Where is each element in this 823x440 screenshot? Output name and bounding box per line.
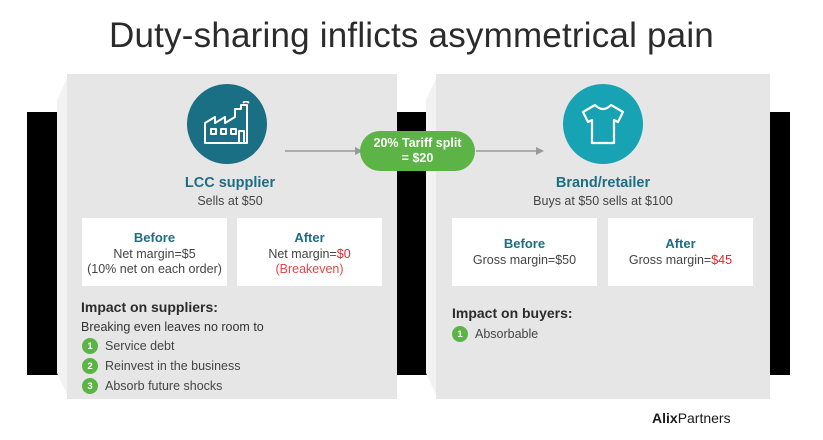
buyer-icon-circle xyxy=(563,84,643,164)
supplier-icon-circle xyxy=(187,84,267,164)
supplier-after-margin-label: Net margin= xyxy=(268,247,337,261)
tshirt-icon xyxy=(581,103,625,145)
buyer-heading: Brand/retailer xyxy=(555,175,651,191)
supplier-heading: LCC supplier xyxy=(184,175,276,191)
buyer-before-margin: Gross margin=$50 xyxy=(472,253,577,267)
supplier-before-box: Before Net margin=$5 (10% net on each or… xyxy=(82,218,227,286)
number-badge: 3 xyxy=(82,378,98,394)
supplier-impact-item-text: Absorb future shocks xyxy=(105,379,223,393)
buyer-after-label: After xyxy=(665,236,696,251)
supplier-after-label: After xyxy=(294,230,325,245)
tariff-line-2: = $20 xyxy=(401,151,434,165)
buyer-before-label: Before xyxy=(503,236,546,251)
supplier-before-margin: Net margin=$5 xyxy=(113,247,196,261)
tariff-split-badge: 20% Tariff split = $20 xyxy=(360,131,475,171)
supplier-impact-title: Impact on suppliers: xyxy=(81,299,218,315)
arrow-to-buyer xyxy=(476,147,544,155)
buyer-impact-item: 1 Absorbable xyxy=(452,326,538,342)
buyer-impact-title: Impact on buyers: xyxy=(452,305,573,321)
supplier-before-label: Before xyxy=(133,230,176,245)
supplier-impact-item: 2 Reinvest in the business xyxy=(82,358,241,374)
supplier-before-note: (10% net on each order) xyxy=(87,262,222,276)
buyer-after-margin-value: $45 xyxy=(711,253,733,267)
supplier-after-box: After Net margin=$0 (Breakeven) xyxy=(237,218,382,286)
factory-icon xyxy=(204,101,250,144)
logo-bold: Alix xyxy=(652,410,678,426)
supplier-impact-item-text: Reinvest in the business xyxy=(105,359,241,373)
supplier-impact-item: 3 Absorb future shocks xyxy=(82,378,222,394)
tariff-line-1: 20% Tariff split xyxy=(373,136,462,150)
logo-regular: Partners xyxy=(677,410,731,426)
backdrop-band-right xyxy=(768,112,790,375)
supplier-panel-edge xyxy=(57,74,69,399)
supplier-after-note: (Breakeven) xyxy=(275,262,344,276)
number-badge: 2 xyxy=(82,358,98,374)
number-badge: 1 xyxy=(452,326,468,342)
alixpartners-logo: AlixPartners xyxy=(652,410,731,426)
arrow-to-tariff xyxy=(285,147,363,155)
buyer-impact-item-text: Absorbable xyxy=(475,327,539,341)
buyer-subheading: Buys at $50 sells at $100 xyxy=(533,194,673,208)
supplier-impact-subtitle: Breaking even leaves no room to xyxy=(81,320,264,334)
page-title: Duty-sharing inflicts asymmetrical pain xyxy=(109,16,714,55)
supplier-subheading: Sells at $50 xyxy=(197,194,263,208)
supplier-impact-item: 1 Service debt xyxy=(82,338,174,354)
buyer-after-box: After Gross margin=$45 xyxy=(608,218,753,286)
number-badge: 1 xyxy=(82,338,98,354)
supplier-impact-item-text: Service debt xyxy=(105,339,175,353)
supplier-after-margin-value: $0 xyxy=(336,247,351,261)
buyer-after-margin-label: Gross margin= xyxy=(628,253,712,267)
buyer-before-box: Before Gross margin=$50 xyxy=(452,218,597,286)
